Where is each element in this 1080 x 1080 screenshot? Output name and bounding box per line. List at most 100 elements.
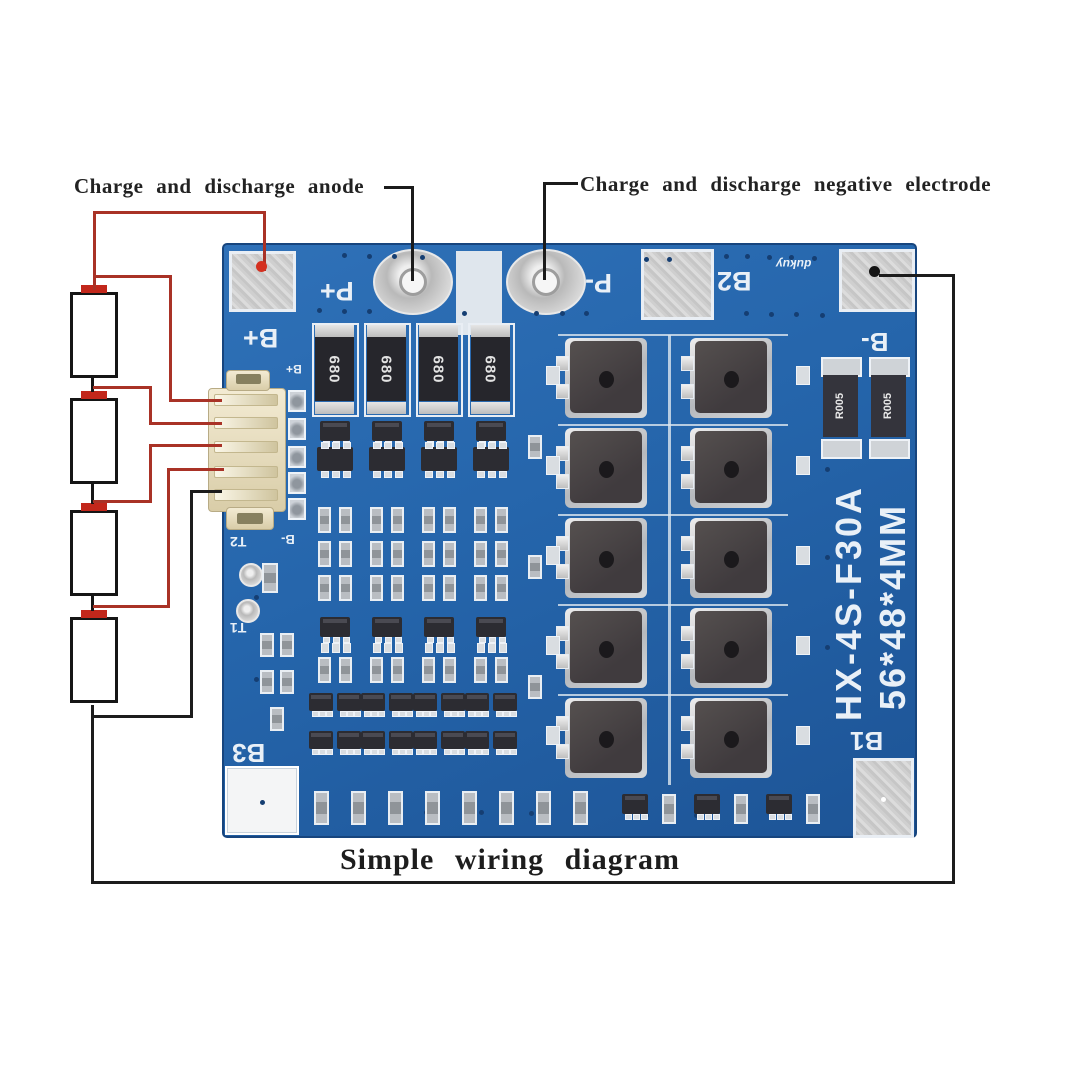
ic-leg	[395, 442, 403, 449]
mosfet-pad	[556, 428, 647, 508]
smd-chip	[499, 791, 514, 825]
via-hole	[644, 257, 649, 262]
sot23-leg	[447, 637, 454, 643]
gate-pad	[546, 366, 560, 385]
battery-positive-terminal	[81, 503, 107, 511]
sot23-leg	[633, 814, 640, 820]
silkscreen-line	[558, 604, 788, 606]
resistor-body: 680	[367, 337, 406, 401]
silkscreen-line	[558, 514, 788, 516]
mosfet-pad	[556, 338, 647, 418]
mosfet-leg	[681, 626, 694, 641]
sot23-leg	[503, 749, 510, 755]
smd-chip-band	[393, 665, 402, 675]
via-hole	[534, 311, 539, 316]
sot23-top-stripe	[375, 423, 399, 427]
smd-chip	[734, 794, 748, 824]
b-plus-solder-dot	[256, 261, 267, 272]
resistor-end-cap	[367, 402, 406, 414]
model-silkscreen: HX-4S-F30A	[828, 484, 869, 722]
via-hole	[560, 311, 565, 316]
sot23-transistor	[389, 731, 413, 755]
resistor-value-label: 680	[482, 354, 499, 384]
bms-board: P+ P- B2 dukuy B- B+ B+ B- T2 T1 B3 B1 H…	[222, 243, 917, 838]
resistor-pad-frame	[416, 323, 463, 417]
smd-chip-band	[424, 665, 433, 675]
anode-pointer-line	[384, 186, 414, 189]
sot23-leg	[475, 711, 482, 717]
balance-wire-red	[93, 211, 96, 290]
solder-pad	[447, 643, 455, 653]
gate-pad	[796, 366, 810, 385]
balance-resistor-680: 680	[312, 323, 359, 417]
resistor-value-label: 680	[378, 354, 395, 384]
balance-resistor-680: 680	[468, 323, 515, 417]
mosfet-pad	[681, 608, 772, 688]
smd-chip-band	[424, 515, 433, 525]
sot23-leg	[468, 749, 475, 755]
smd-chip	[806, 794, 820, 824]
silkscreen-block	[456, 251, 502, 335]
protection-ic	[421, 442, 457, 478]
solder-pad	[384, 643, 392, 653]
sot23-leg	[392, 711, 399, 717]
sot23-leg	[326, 711, 333, 717]
sot23-leg	[496, 749, 503, 755]
smd-chip-band	[393, 515, 402, 525]
solder-pad	[332, 643, 340, 653]
protection-ic	[317, 442, 353, 478]
smd-chip	[474, 575, 487, 601]
mosfet-leg	[681, 446, 694, 461]
ic-leg	[321, 471, 329, 478]
sot23-top-stripe	[479, 423, 503, 427]
ic-leg	[373, 442, 381, 449]
smd-chip	[474, 541, 487, 567]
smd-chip-band	[501, 802, 512, 814]
mosfet-marking-dot	[724, 731, 739, 748]
solder-pad	[395, 643, 403, 653]
protection-ic	[369, 442, 405, 478]
t2-silkscreen: T2	[230, 534, 247, 550]
solder-pad	[373, 643, 381, 653]
mosfet-marking-dot	[599, 641, 614, 658]
gate-pad	[796, 546, 810, 565]
sot23-leg	[378, 711, 385, 717]
t1-pad	[236, 599, 260, 623]
power-wire-black	[91, 881, 955, 884]
sot23-leg	[340, 711, 347, 717]
mosfet-leg	[681, 716, 694, 731]
via-hole	[789, 255, 794, 260]
sot23-leg	[503, 711, 510, 717]
smd-chip	[422, 575, 435, 601]
smd-chip-band	[497, 665, 506, 675]
smd-chip-band	[530, 563, 540, 571]
smd-chip	[370, 541, 383, 567]
connector-slot	[236, 374, 261, 384]
connector-wire-crimp	[214, 417, 278, 429]
sot23-leg	[340, 749, 347, 755]
sot23-leg	[312, 749, 319, 755]
sot23-leg	[319, 711, 326, 717]
sot23-leg	[375, 637, 382, 643]
smd-component	[262, 563, 278, 593]
mosfet-body	[570, 431, 642, 503]
smd-chip-band	[372, 549, 381, 559]
smd-chip-band	[372, 583, 381, 593]
sot23-transistor	[389, 693, 413, 717]
balance-wire-red	[263, 211, 266, 271]
smd-chip	[391, 657, 404, 683]
sot23-leg	[378, 749, 385, 755]
smd-chip-band	[575, 802, 586, 814]
via-hole	[342, 309, 347, 314]
ic-leg	[332, 471, 340, 478]
power-wire-black	[952, 274, 955, 884]
ic-leg	[477, 471, 485, 478]
smd-chip	[422, 507, 435, 533]
battery-series-link	[91, 596, 94, 611]
sot23-top-stripe	[479, 619, 503, 623]
sot23-leg	[451, 711, 458, 717]
solder-pad	[499, 643, 507, 653]
smd-chip	[422, 657, 435, 683]
smd-chip-band	[320, 665, 329, 675]
